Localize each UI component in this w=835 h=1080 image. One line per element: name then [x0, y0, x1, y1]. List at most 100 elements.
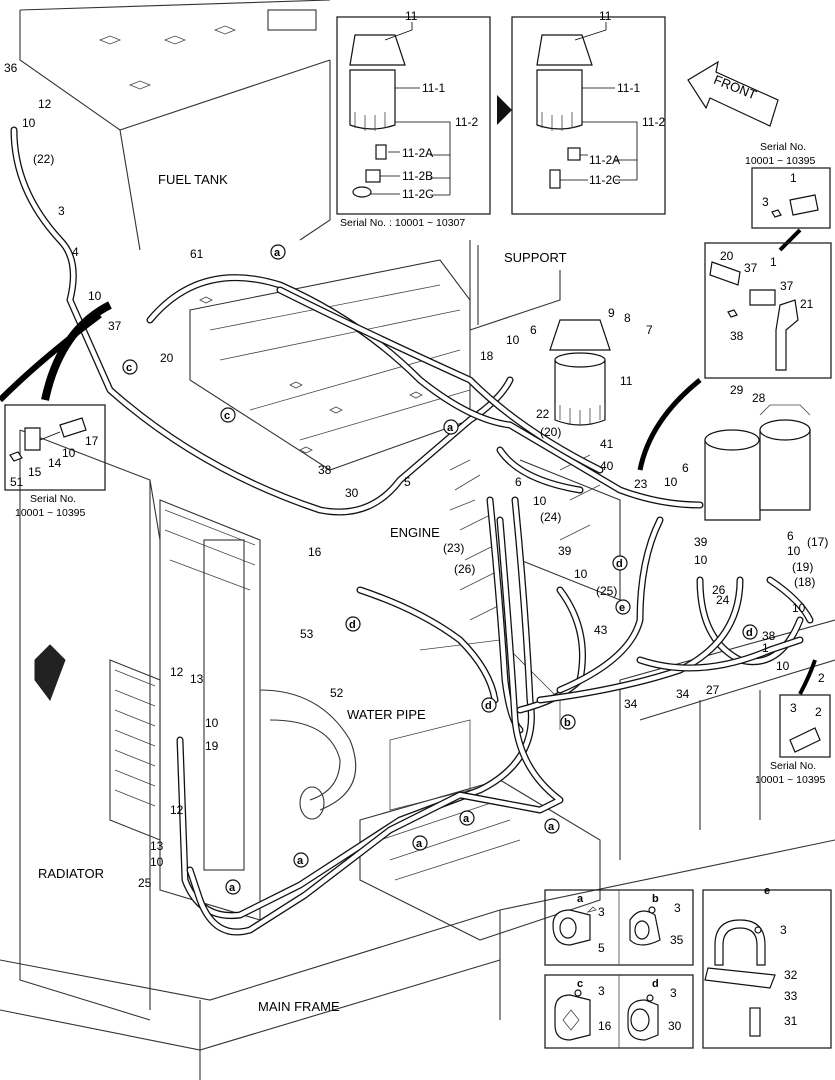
part-number: 3 [762, 195, 769, 209]
part-number: 37 [780, 279, 794, 293]
part-number: 10 [776, 659, 790, 673]
callout: 11-2A [402, 146, 433, 160]
part-number: (20) [540, 425, 561, 439]
label-fuel-tank: FUEL TANK [158, 172, 228, 187]
part-number: 3 [674, 901, 681, 915]
clamp-letter: a [229, 882, 236, 894]
part-number: 12 [170, 665, 184, 679]
part-number: 10 [506, 333, 520, 347]
clamp-letter: a [447, 422, 454, 434]
part-number: (26) [454, 562, 475, 576]
part-number: 30 [668, 1019, 682, 1033]
callout: 11-1 [617, 81, 640, 95]
label-support: SUPPORT [504, 250, 567, 265]
part-number: 13 [190, 672, 204, 686]
part-number: 38 [762, 629, 776, 643]
inset-right-mid [637, 242, 832, 471]
clamp-letter: d [746, 627, 753, 639]
callout: 11-2B [402, 169, 433, 183]
part-number: 10 [792, 601, 806, 615]
part-number: 13 [150, 839, 164, 853]
part-number: 43 [594, 623, 608, 637]
label-water-pipe: WATER PIPE [347, 707, 426, 722]
part-number: 9 [608, 306, 615, 320]
inset-right-bottom-serial [779, 659, 831, 758]
part-number: 19 [205, 739, 219, 753]
label-radiator: RADIATOR [38, 866, 104, 881]
area-labels: FUEL TANK SUPPORT ENGINE WATER PIPE RADI… [38, 72, 759, 1014]
part-number: 7 [646, 323, 653, 337]
part-number: 10 [533, 494, 547, 508]
part-number: 8 [624, 311, 631, 325]
part-number: 53 [300, 627, 314, 641]
callout: 11-2 [642, 115, 665, 129]
part-number: 27 [706, 683, 720, 697]
callout: 11-2C [589, 173, 621, 187]
part-number: 4 [72, 245, 79, 259]
part-number: 3 [790, 701, 797, 715]
serial-right-top-line1: Serial No. [760, 141, 806, 153]
part-number: 3 [670, 986, 677, 1000]
part-number: 3 [598, 984, 605, 998]
inset-right-top-serial [751, 167, 831, 252]
part-number: 10 [664, 475, 678, 489]
fuel-water-separator [704, 404, 811, 521]
part-number: 26 [712, 583, 726, 597]
part-number: (25) [596, 584, 617, 598]
clamp-letter: a [548, 821, 555, 833]
part-number: 6 [787, 529, 794, 543]
clamp-letter: a [416, 838, 423, 850]
part-number: 30 [345, 486, 359, 500]
part-number: (18) [794, 575, 815, 589]
part-number: 3 [58, 204, 65, 218]
part-number: 12 [38, 97, 52, 111]
callout: 11 [599, 9, 612, 23]
part-number: 1 [790, 171, 797, 185]
serial-right-top-line2: 10001 ~ 10395 [745, 155, 816, 167]
clamp-letter: d [485, 700, 492, 712]
part-number: 2 [818, 671, 825, 685]
part-number: 16 [308, 545, 322, 559]
part-number: 2 [815, 705, 822, 719]
clamp-detail-title: e [764, 885, 770, 897]
clamp-letter: e [619, 602, 625, 614]
part-number: 38 [730, 329, 744, 343]
clamp-markers [122, 244, 758, 895]
serial-left-line2: 10001 ~ 10395 [15, 507, 86, 519]
part-number: 12 [170, 803, 184, 817]
clamp-letter: c [126, 362, 132, 374]
part-number: 52 [330, 686, 344, 700]
callout: 11 [405, 9, 418, 23]
part-number: 28 [752, 391, 766, 405]
part-number: 20 [720, 249, 734, 263]
part-number: 16 [598, 1019, 612, 1033]
part-number: 51 [10, 475, 24, 489]
clamp-letter: a [297, 855, 304, 867]
part-number: 10 [694, 553, 708, 567]
part-number: 15 [28, 465, 42, 479]
part-number: 1 [770, 255, 777, 269]
callout: 11-2A [589, 153, 620, 167]
part-number: 34 [676, 687, 690, 701]
clamp-letter: d [616, 558, 623, 570]
part-number: 37 [108, 319, 122, 333]
clamp-detail-labels: a 3 5 b 3 35 c 3 16 d 3 30 e 3 32 33 31 [577, 885, 798, 1033]
part-number: 33 [784, 989, 798, 1003]
part-number: (22) [33, 152, 54, 166]
fuel-hoses [10, 126, 814, 936]
part-number: 6 [530, 323, 537, 337]
part-number: 40 [600, 459, 614, 473]
part-number: 20 [160, 351, 174, 365]
part-number: 3 [598, 905, 605, 919]
serial-right-bottom-line1: Serial No. [770, 760, 816, 772]
part-number: 35 [670, 933, 684, 947]
part-number: 39 [694, 535, 708, 549]
clamp-letter: a [274, 247, 281, 259]
left-pointer [41, 301, 112, 401]
part-number: (17) [807, 535, 828, 549]
part-number: (19) [792, 560, 813, 574]
clamp-marker-letters: a c c a d d e d b a a a a a d [126, 247, 753, 894]
part-number: 25 [138, 876, 152, 890]
serial-notes: Serial No. : 10001 ~ 10307 Serial No. 10… [15, 141, 826, 786]
